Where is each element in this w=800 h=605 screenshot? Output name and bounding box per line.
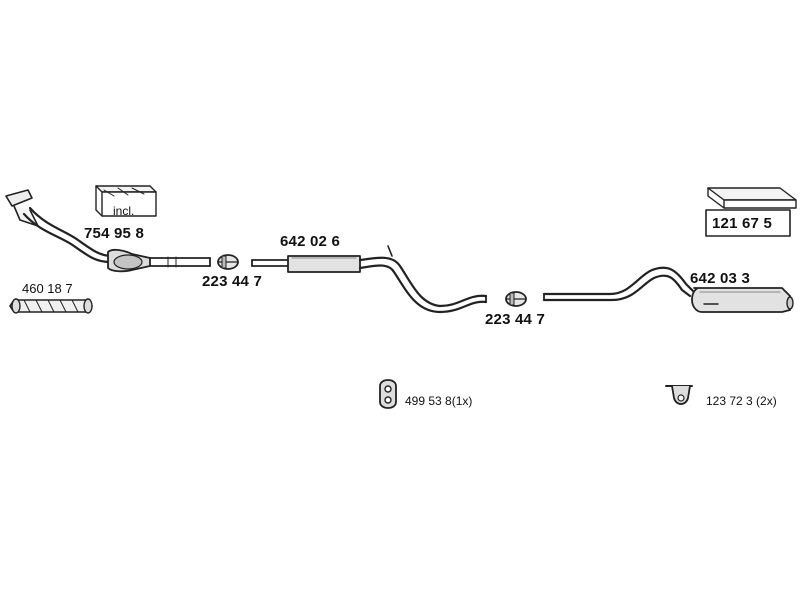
front-pipe-kit-label: incl. <box>113 204 135 218</box>
front-gasket-part[interactable] <box>9 298 93 314</box>
clamp-front-part[interactable] <box>217 254 239 270</box>
middle-muffler-part-number: 642 02 6 <box>280 233 340 250</box>
hanger-1-part-number: 499 53 8(1x) <box>405 394 473 408</box>
rear-muffler-part-number: 642 03 3 <box>690 270 750 287</box>
hanger-2-part-number: 123 72 3 (2x) <box>706 394 777 408</box>
hanger-rubber-ring-icon[interactable] <box>379 379 397 409</box>
mount-kit-box[interactable] <box>705 187 797 237</box>
clamp-rear-part-number: 223 44 7 <box>485 311 545 328</box>
front-gasket-part-number: 460 18 7 <box>22 281 73 296</box>
middle-muffler-part[interactable] <box>251 245 488 314</box>
mount-kit-part-number: 121 67 5 <box>712 215 772 232</box>
rear-muffler-part[interactable] <box>542 266 794 313</box>
front-pipe-part-number: 754 95 8 <box>84 225 144 242</box>
hanger-bracket-icon[interactable] <box>665 385 693 405</box>
clamp-rear-part[interactable] <box>505 291 527 307</box>
front-pipe-part[interactable] <box>5 189 211 273</box>
clamp-front-part-number: 223 44 7 <box>202 273 262 290</box>
front-pipe-kit-box <box>95 185 157 217</box>
